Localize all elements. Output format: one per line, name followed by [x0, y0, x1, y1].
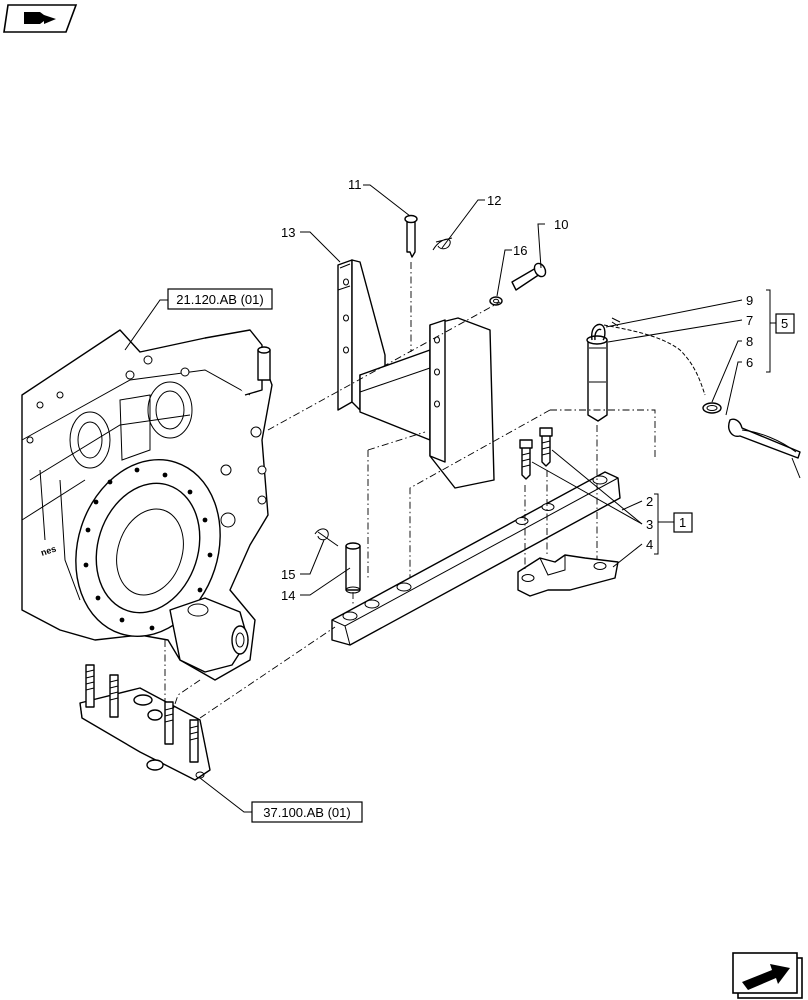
callouts: 11 12 13 10 16 9 7 8 6 5 2 3 4 1 15 14 — [281, 177, 795, 603]
washer-16 — [489, 296, 503, 306]
callout-15: 15 — [281, 567, 295, 582]
bolt-3a — [519, 439, 533, 480]
callout-5: 5 — [781, 316, 788, 331]
clamp-plate-4 — [517, 554, 619, 597]
clip-12 — [432, 237, 453, 251]
lynch-pin-6 — [728, 418, 801, 479]
callout-16: 16 — [513, 243, 527, 258]
ref-bracket-label[interactable]: 37.100.AB (01) — [263, 805, 350, 820]
ref-gearbox[interactable]: 21.120.AB (01) — [167, 288, 273, 310]
callout-1: 1 — [679, 515, 686, 530]
chain-9 — [603, 317, 706, 396]
callout-3: 3 — [646, 517, 653, 532]
hitch-pin-7 — [586, 323, 608, 422]
callout-7: 7 — [746, 313, 753, 328]
assembly-lines — [164, 262, 656, 730]
svg-text:nes: nes — [40, 544, 58, 558]
ref-bracket[interactable]: 37.100.AB (01) — [251, 801, 363, 823]
callout-6: 6 — [746, 355, 753, 370]
bolt-3b — [539, 427, 553, 467]
callout-4: 4 — [646, 537, 653, 552]
ref-gearbox-label[interactable]: 21.120.AB (01) — [176, 292, 263, 307]
callout-10: 10 — [554, 217, 568, 232]
pin-10 — [511, 262, 547, 291]
callout-2: 2 — [646, 494, 653, 509]
clip-15 — [314, 528, 339, 547]
callout-14: 14 — [281, 588, 295, 603]
drawbar-2 — [331, 471, 621, 646]
bracket-13 — [337, 259, 495, 489]
callout-12: 12 — [487, 193, 501, 208]
leader-lines — [124, 184, 776, 813]
callout-5-box — [775, 313, 795, 334]
callout-8: 8 — [746, 334, 753, 349]
callout-9: 9 — [746, 293, 753, 308]
pin-11 — [404, 214, 418, 258]
callout-13: 13 — [281, 225, 295, 240]
bracket-plate — [79, 664, 211, 781]
page-next-arrow-icon[interactable] — [732, 952, 803, 999]
pin-14 — [345, 542, 361, 594]
ring-8 — [702, 402, 722, 414]
book-arrow-icon[interactable] — [3, 4, 78, 33]
callout-1-box — [673, 512, 693, 533]
gearbox-housing: nes — [21, 329, 273, 681]
callout-11: 11 — [348, 177, 362, 192]
